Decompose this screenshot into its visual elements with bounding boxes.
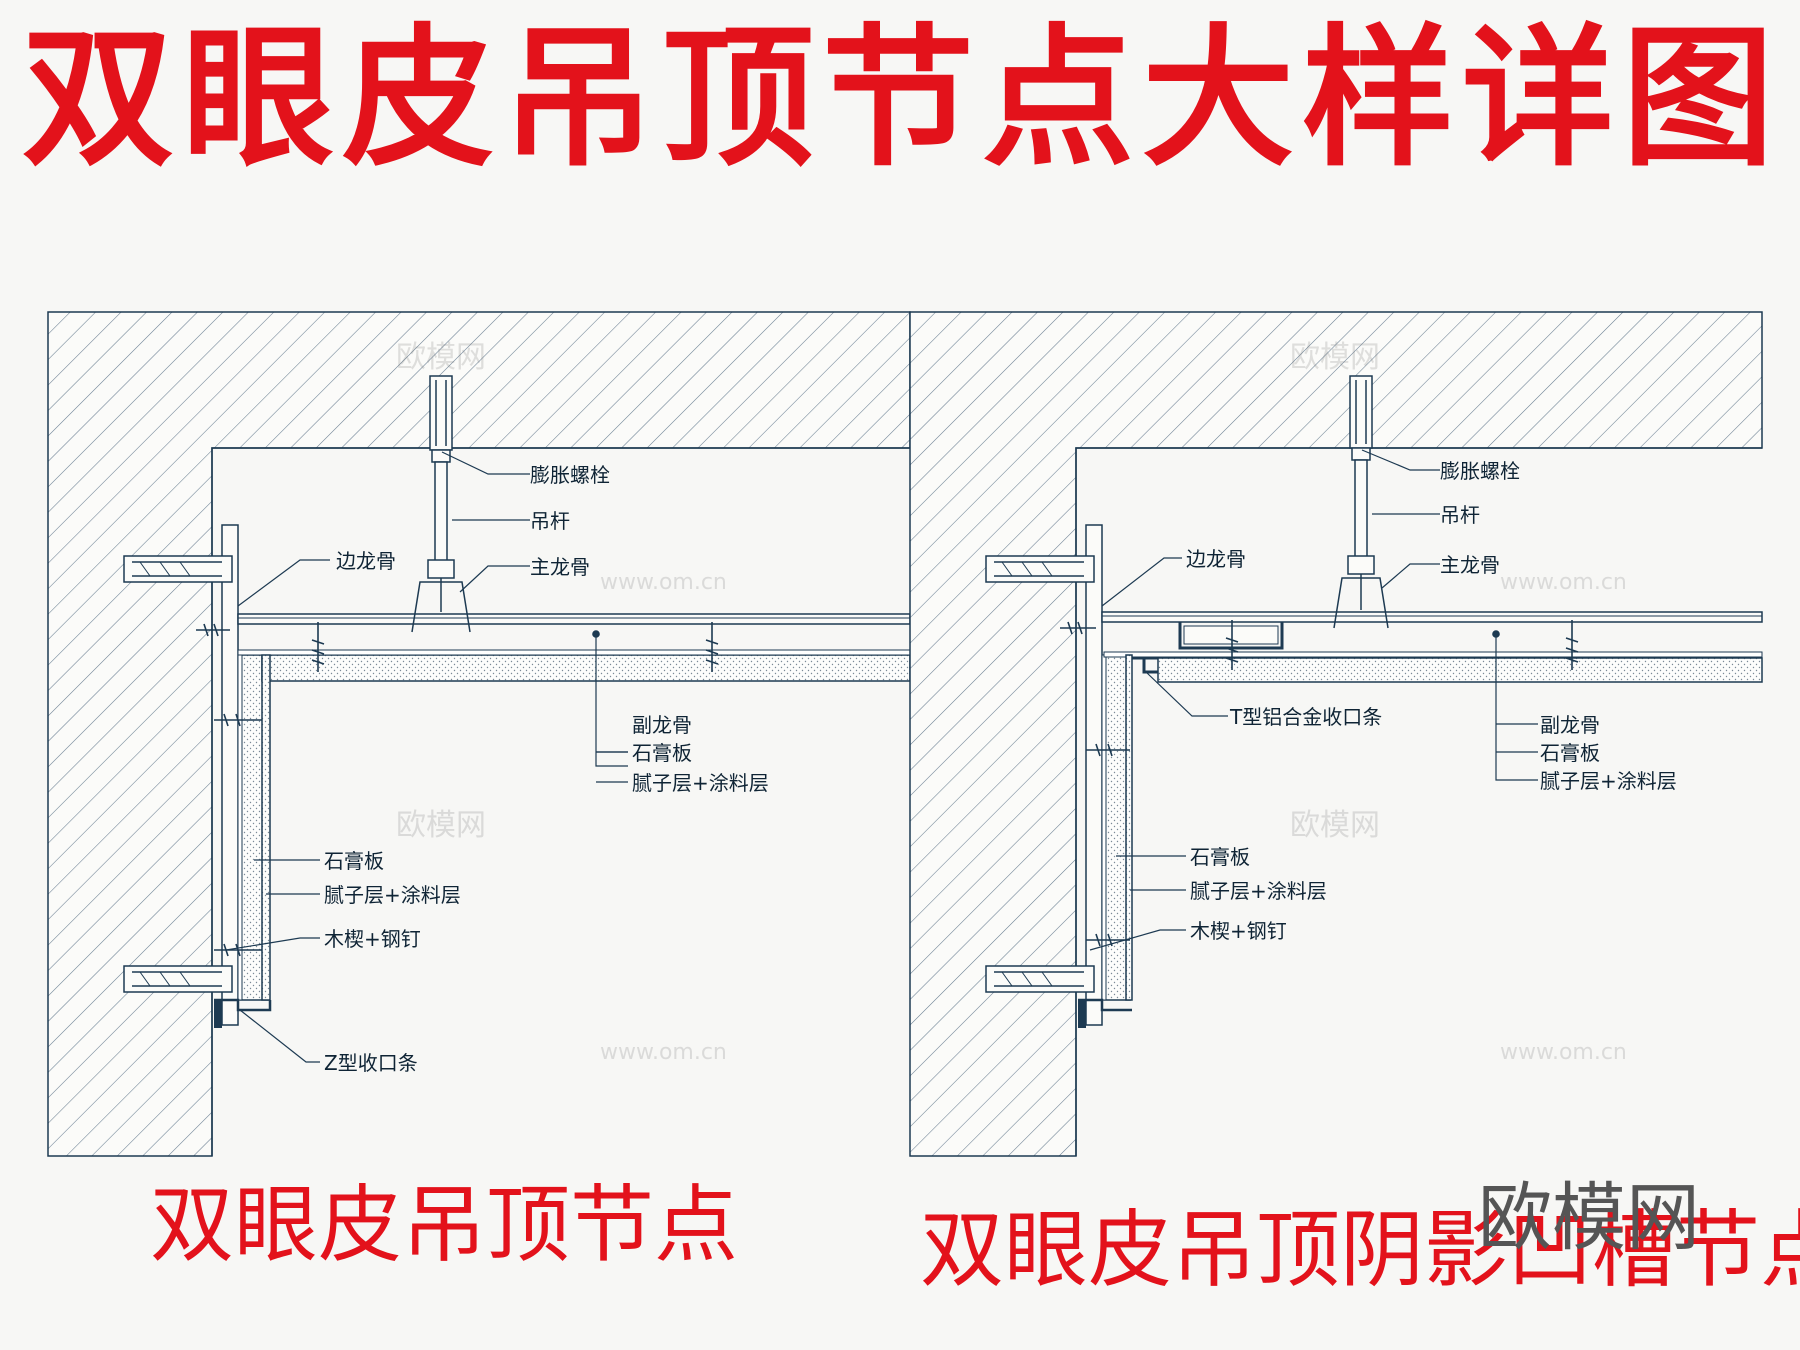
left-label-wall-putty: 腻子层+涂料层 xyxy=(324,883,461,907)
left-leaders xyxy=(225,451,628,1063)
right-t-trim xyxy=(1130,656,1158,674)
left-label-main-keel: 主龙骨 xyxy=(530,555,590,579)
right-label-expansion-bolt: 膨胀螺栓 xyxy=(1440,459,1520,483)
right-hanger-assembly xyxy=(1333,375,1389,629)
right-label-main-keel: 主龙骨 xyxy=(1440,553,1500,577)
left-edge-keel xyxy=(237,613,911,625)
left-label-edge-keel: 边龙骨 xyxy=(336,549,396,573)
right-ceiling-gypsum xyxy=(1157,657,1763,683)
right-wall-batten xyxy=(1085,524,1103,1026)
left-label-hanger-rod: 吊杆 xyxy=(530,509,570,533)
right-label-wood-wedge-nail: 木楔+钢钉 xyxy=(1190,919,1287,943)
watermark-logo: 欧模网 xyxy=(1478,1175,1700,1261)
right-label-wall-gypsum: 石膏板 xyxy=(1190,845,1250,869)
right-room-outline xyxy=(1075,447,1762,1156)
left-label-expansion-bolt: 膨胀螺栓 xyxy=(530,463,610,487)
right-concrete-structure xyxy=(909,311,1763,1157)
right-leaders xyxy=(1089,449,1538,951)
left-label-wall-gypsum: 石膏板 xyxy=(324,849,384,873)
right-c-channel xyxy=(1178,622,1284,650)
right-edge-keel xyxy=(1101,611,1763,623)
watermark-url: www.om.cn xyxy=(600,1040,727,1065)
watermark-url: www.om.cn xyxy=(1500,1040,1627,1065)
watermark-text: 欧模网 xyxy=(1290,340,1380,375)
right-label-t-trim: T型铝合金收口条 xyxy=(1229,705,1382,729)
left-concrete-structure xyxy=(47,311,911,1157)
right-label-wall-putty: 腻子层+涂料层 xyxy=(1190,879,1327,903)
left-label-z-trim: Z型收口条 xyxy=(324,1051,418,1075)
left-wood-wedge-bottom xyxy=(123,965,233,993)
right-detail-caption: 双眼皮吊顶阴影凹槽节点 xyxy=(920,1201,1800,1299)
right-screws xyxy=(1060,620,1579,947)
watermark-text: 欧模网 xyxy=(396,808,486,843)
watermark-url: www.om.cn xyxy=(600,570,727,595)
left-ceiling-gypsum xyxy=(261,654,911,682)
right-drop-edge xyxy=(1125,654,1133,1001)
left-drop-edge xyxy=(261,654,271,1001)
left-room-outline xyxy=(211,447,910,1156)
right-wood-wedge-bottom xyxy=(985,965,1095,993)
left-label-putty-coating: 腻子层+涂料层 xyxy=(632,771,769,795)
watermark-url: www.om.cn xyxy=(1500,570,1627,595)
right-label-hanger-rod: 吊杆 xyxy=(1440,503,1480,527)
left-label-gypsum-board: 石膏板 xyxy=(632,741,692,765)
right-wood-wedge-top xyxy=(985,555,1095,583)
watermark-text: 欧模网 xyxy=(396,340,486,375)
left-detail-caption: 双眼皮吊顶节点 xyxy=(150,1176,739,1274)
right-detail: 膨胀螺栓 吊杆 主龙骨 边龙骨 T型铝合金收口条 副龙骨 石膏板 腻子层+涂料层… xyxy=(909,311,1763,1157)
right-label-sub-keel: 副龙骨 xyxy=(1540,713,1600,737)
right-label-gypsum-board: 石膏板 xyxy=(1540,741,1600,765)
page-title: 双眼皮吊顶节点大样详图 xyxy=(22,10,1782,187)
right-label-edge-keel: 边龙骨 xyxy=(1186,547,1246,571)
left-z-trim xyxy=(214,998,272,1012)
right-label-putty-coating: 腻子层+涂料层 xyxy=(1540,769,1677,793)
right-bottom-trim xyxy=(1078,998,1132,1012)
left-label-sub-keel: 副龙骨 xyxy=(632,713,692,737)
left-wood-wedge-top xyxy=(123,555,233,583)
left-label-wood-wedge-nail: 木楔+钢钉 xyxy=(324,927,421,951)
watermark-text: 欧模网 xyxy=(1290,808,1380,843)
left-detail: 膨胀螺栓 吊杆 主龙骨 边龙骨 副龙骨 石膏板 腻子层+涂料层 石膏板 腻子层+… xyxy=(47,311,911,1157)
left-hanger-assembly xyxy=(411,375,471,633)
